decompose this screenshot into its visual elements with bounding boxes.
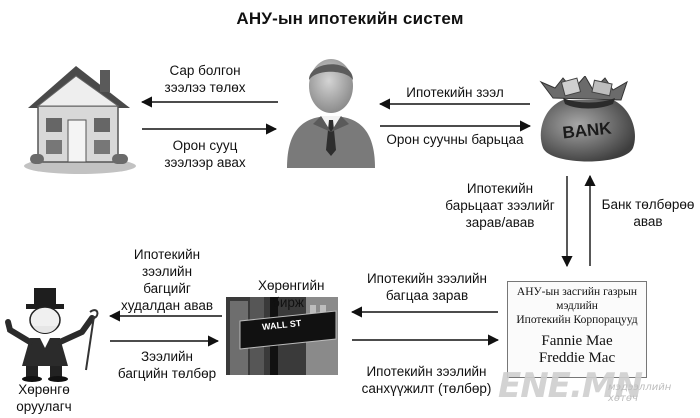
wall-street-icon — [226, 297, 338, 375]
corp-name-freddie: Freddie Mac — [538, 350, 616, 366]
mortgage-corporation-box: АНУ-ын засгийн газрын мэдлийн Ипотекийн … — [507, 281, 647, 378]
bank-bag-icon — [539, 76, 635, 162]
corp-line-3: Ипотекийн Корпорацууд — [516, 314, 638, 326]
corp-name-fannie: Fannie Mae — [541, 333, 613, 349]
label-mortgage-loan: Ипотекийн зээл — [406, 85, 504, 100]
label-collateral: Орон суучны барьцаа — [386, 132, 524, 147]
watermark-logo: ENE.MN — [498, 366, 643, 406]
house-icon — [24, 66, 136, 174]
watermark-tagline: мэдээллийн хөтөч — [608, 382, 672, 404]
person-icon — [287, 59, 375, 168]
investor-icon — [5, 288, 99, 382]
corp-line-1: АНУ-ын засгийн газрын — [516, 286, 638, 298]
corp-line-2: мэдлийн — [556, 300, 598, 312]
diagram-title: АНУ-ын ипотекийн систем — [236, 9, 464, 28]
